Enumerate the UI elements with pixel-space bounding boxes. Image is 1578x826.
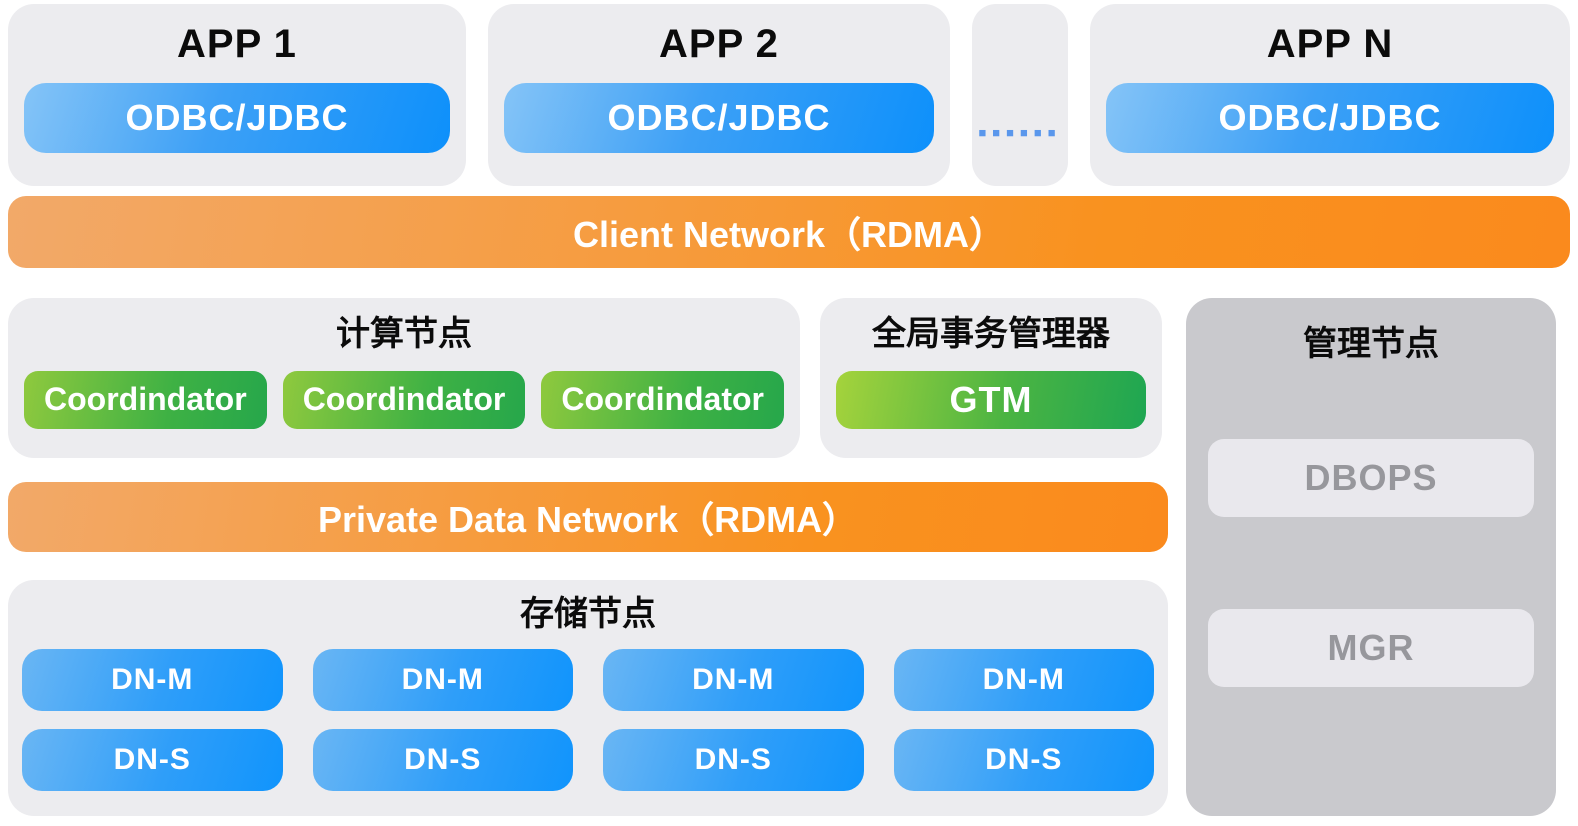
private-data-network-bar: Private Data Network（RDMA） [8,482,1168,552]
storage-grid: DN-M DN-S DN-M DN-S DN-M DN-S DN-M DN-S [8,648,1168,791]
coordinator-block-1: Coordindator [24,370,267,429]
dn-master-block-1: DN-M [22,648,283,711]
appn-odbc-jdbc-block: ODBC/JDBC [1106,83,1554,153]
dn-master-block-3: DN-M [603,648,864,711]
app2-odbc-jdbc-block: ODBC/JDBC [504,83,934,153]
storage-column-2: DN-M DN-S [312,648,573,791]
management-node-title: 管理节点 [1303,325,1439,363]
mgr-block: MGR [1208,608,1534,687]
dn-standby-block-4: DN-S [893,728,1154,791]
management-node-panel: 管理节点 DBOPS MGR [1186,298,1556,816]
coordinator-block-3: Coordindator [541,370,785,429]
gtm-panel: 全局事务管理器 GTM [820,298,1162,458]
app1-title: APP 1 [177,22,297,66]
gtm-block: GTM [836,370,1146,429]
appn-title: APP N [1266,22,1394,66]
dn-standby-block-3: DN-S [603,728,864,791]
apps-ellipsis-panel: ■■■■■■ [972,4,1068,186]
ellipsis-dots-icon: ■■■■■■ [978,125,1062,140]
app1-odbc-jdbc-block: ODBC/JDBC [24,83,450,153]
dbops-block: DBOPS [1208,438,1534,517]
storage-nodes-panel: 存储节点 DN-M DN-S DN-M DN-S DN-M DN-S DN-M … [8,580,1168,816]
compute-nodes-panel: 计算节点 Coordindator Coordindator Coordinda… [8,298,800,458]
dn-master-block-2: DN-M [312,648,573,711]
client-network-bar: Client Network（RDMA） [8,196,1570,268]
storage-nodes-title: 存储节点 [520,595,656,633]
coordinator-block-2: Coordindator [282,370,526,429]
storage-column-1: DN-M DN-S [22,648,283,791]
apps-row: APP 1 ODBC/JDBC APP 2 ODBC/JDBC ■■■■■■ A… [8,4,1570,186]
gtm-title: 全局事务管理器 [872,315,1110,353]
compute-nodes-title: 计算节点 [336,315,472,353]
storage-column-4: DN-M DN-S [893,648,1154,791]
dn-standby-block-2: DN-S [312,728,573,791]
storage-column-3: DN-M DN-S [603,648,864,791]
dn-standby-block-1: DN-S [22,728,283,791]
app2-title: APP 2 [659,22,779,66]
coordinator-row: Coordindator Coordindator Coordindator [8,370,800,429]
appn-panel: APP N ODBC/JDBC [1090,4,1570,186]
app2-panel: APP 2 ODBC/JDBC [488,4,950,186]
app1-panel: APP 1 ODBC/JDBC [8,4,466,186]
dn-master-block-4: DN-M [893,648,1154,711]
